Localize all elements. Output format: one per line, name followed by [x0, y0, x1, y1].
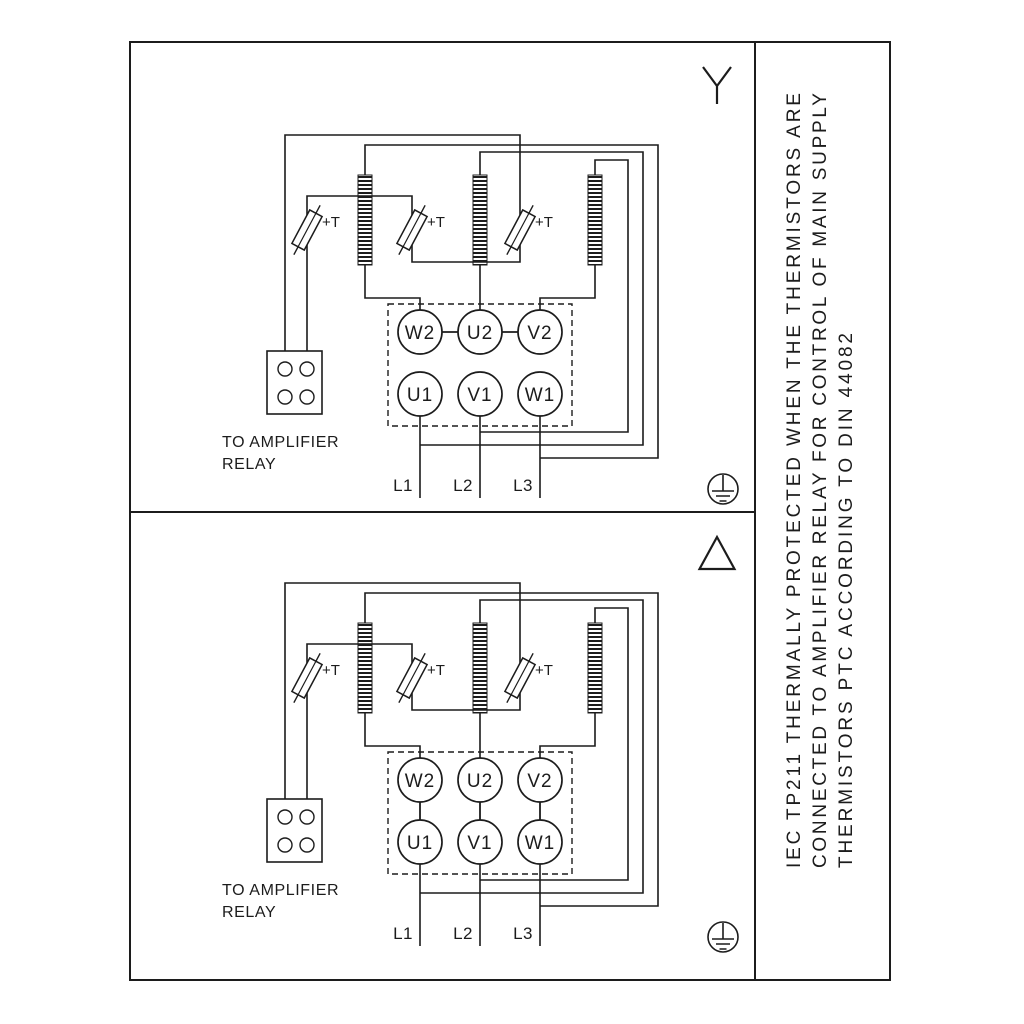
delta-connection-icon — [697, 534, 737, 571]
star-connection-diagram — [221, 134, 739, 505]
star-connection-icon — [702, 66, 732, 104]
side-note: IEC TP211 THERMALLY PROTECTED WHEN THE T… — [784, 93, 857, 868]
delta-bridge-links — [419, 802, 541, 820]
delta-connection-diagram — [221, 582, 739, 953]
side-note-line1: IEC TP211 THERMALLY PROTECTED WHEN THE T… — [784, 93, 805, 868]
side-note-line3: THERMISTORS PTC ACCORDING TO DIN 44082 — [836, 333, 857, 868]
side-note-line2: CONNECTED TO AMPLIFIER RELAY FOR CONTROL… — [810, 93, 831, 868]
